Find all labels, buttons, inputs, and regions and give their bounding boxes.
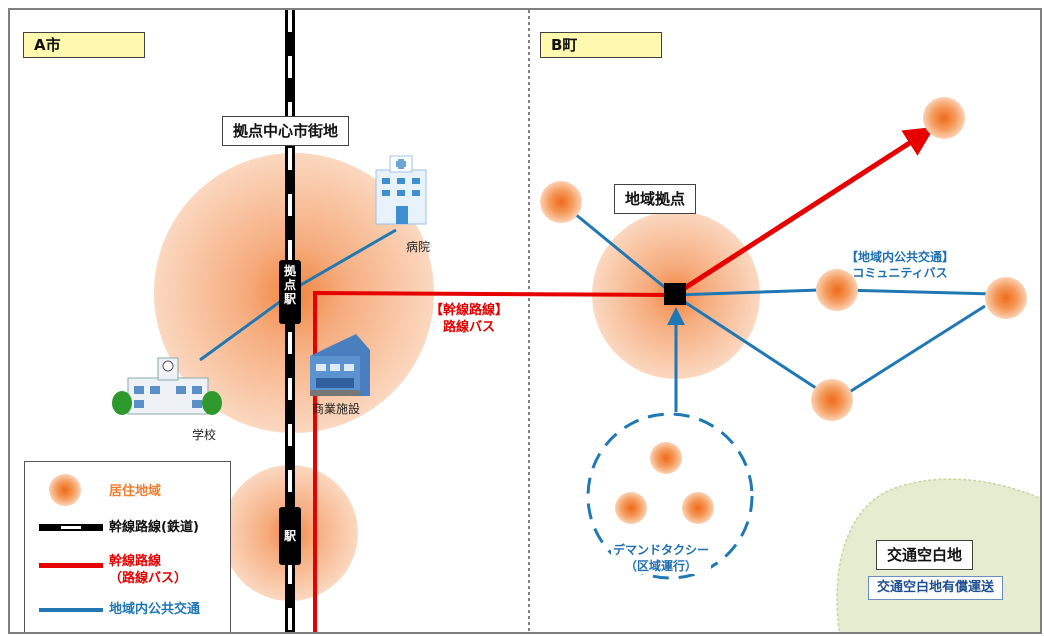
hub-center-label: 拠点中心市街地 — [222, 116, 350, 146]
hub-station-marker: 拠 点 駅 — [279, 260, 301, 324]
hospital-building-icon — [375, 155, 427, 225]
residential-dot — [985, 277, 1027, 319]
community-bus-label-line2: コミュニティバス — [852, 266, 948, 280]
community-bus-label: 【地域内公共交通】 コミュニティバス — [846, 249, 954, 281]
trunk-bus-label-line2: 路線バス — [443, 320, 496, 335]
legend-local-swatch — [39, 608, 103, 612]
region-label-b-town: B町 — [540, 32, 662, 58]
legend-residential-swatch — [49, 474, 81, 506]
legend-trunk-bus-label-1: 幹線路線 — [109, 554, 162, 569]
community-bus-line — [839, 288, 996, 296]
local-hub-node — [664, 283, 686, 305]
station-marker: 駅 — [279, 507, 301, 565]
legend-residential-label: 居住地域 — [109, 484, 162, 499]
demand-taxi-label: デマンドタクシー （区域運行） — [611, 542, 712, 574]
school-building-icon — [112, 357, 222, 415]
legend-rail-swatch-inner — [61, 526, 81, 529]
trunk-bus-label-line1: 【幹線路線】 — [430, 303, 509, 318]
residential-dot — [615, 492, 647, 524]
gap-area-service: 交通空白地有償運送 — [868, 576, 1004, 600]
demand-taxi-label-line2: （区域運行） — [625, 559, 698, 573]
diagram-frame: A市 B町 拠点中心市街地 地域拠点 拠 点 駅 駅 病院 学校 商業施設 【幹… — [8, 8, 1042, 634]
local-line-southeast — [673, 293, 823, 394]
legend-trunk-bus-label-2: （路線バス） — [109, 571, 188, 586]
local-hub-label: 地域拠点 — [614, 184, 697, 214]
local-line-hospital — [291, 228, 397, 292]
trunk-bus-label: 【幹線路線】 路線バス — [430, 302, 508, 336]
legend-symbols — [39, 474, 103, 612]
residential-dot — [816, 269, 858, 311]
gap-area-title: 交通空白地 — [876, 540, 974, 570]
local-line-east — [673, 288, 821, 297]
legend-trunk-bus-swatch — [39, 563, 103, 568]
residential-dot — [540, 181, 582, 223]
residential-dot — [650, 442, 682, 474]
local-line-school — [199, 291, 293, 362]
community-bus-return — [839, 304, 986, 400]
region-label-a-city: A市 — [23, 32, 145, 58]
legend-rail-label: 幹線路線(鉄道) — [109, 520, 199, 535]
residential-dot — [811, 379, 853, 421]
department-store-icon — [310, 334, 370, 396]
hospital-label: 病院 — [406, 240, 431, 254]
school-label: 学校 — [192, 428, 217, 442]
trunk-bus-arrow — [672, 126, 935, 298]
trunk-bus-route — [313, 290, 675, 632]
legend: 居住地域 幹線路線(鉄道) 幹線路線 （路線バス） 地域内公共交通 — [24, 461, 231, 632]
residential-dot — [923, 97, 965, 139]
demand-taxi-label-line1: デマンドタクシー — [613, 543, 710, 557]
legend-local-label: 地域内公共交通 — [109, 602, 201, 617]
residential-dot — [682, 492, 714, 524]
commercial-label: 商業施設 — [312, 402, 361, 416]
demand-taxi-area — [586, 412, 754, 580]
community-bus-label-line1: 【地域内公共交通】 — [846, 250, 955, 264]
local-line-west — [557, 198, 675, 297]
